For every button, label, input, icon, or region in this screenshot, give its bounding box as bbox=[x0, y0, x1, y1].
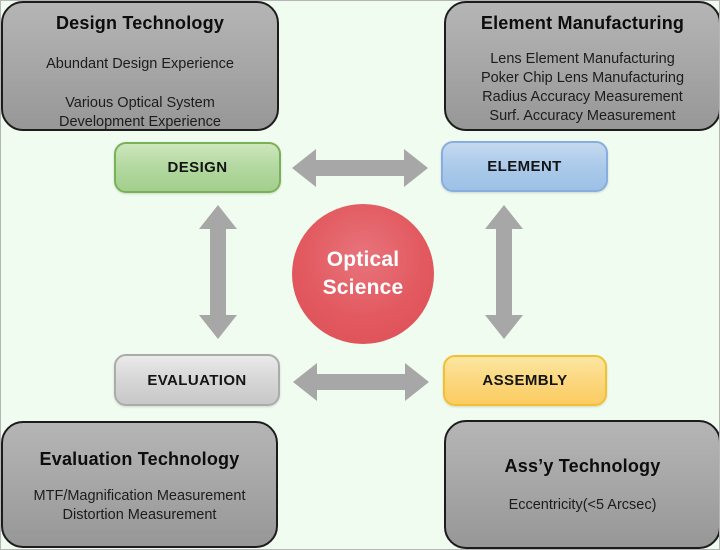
element-node-label: ELEMENT bbox=[487, 158, 562, 175]
optical-science-line2: Science bbox=[322, 276, 404, 299]
panel-evaluation-technology: Evaluation Technology MTF/Magnification … bbox=[1, 421, 278, 548]
panel-element-manufacturing-title: Element Manufacturing bbox=[480, 13, 685, 33]
panel-assy-technology-title: Ass’y Technology bbox=[504, 456, 661, 476]
design-node-label: DESIGN bbox=[167, 159, 228, 176]
panel-evaluation-technology-title: Evaluation Technology bbox=[39, 449, 240, 469]
double-arrow-horizontal-bottom-icon bbox=[293, 363, 429, 401]
panel-element-manufacturing-line: Lens Element Manufacturing bbox=[490, 51, 675, 67]
design-node-button[interactable]: DESIGN bbox=[114, 142, 281, 193]
evaluation-node-button[interactable]: EVALUATION bbox=[114, 354, 280, 406]
panel-element-manufacturing-line: Radius Accuracy Measurement bbox=[482, 89, 683, 105]
evaluation-node-label: EVALUATION bbox=[147, 371, 247, 389]
double-arrow-horizontal-top-icon bbox=[292, 149, 428, 187]
panel-design-technology-title: Design Technology bbox=[55, 13, 225, 33]
assembly-node-button[interactable]: ASSEMBLY bbox=[443, 355, 607, 406]
assembly-node-label: ASSEMBLY bbox=[482, 372, 568, 389]
panel-design-technology-line: Various Optical System bbox=[65, 95, 215, 111]
double-arrow-vertical-right-icon bbox=[485, 205, 523, 339]
panel-element-manufacturing-line: Poker Chip Lens Manufacturing bbox=[480, 70, 685, 86]
optical-science-circle: Optical Science bbox=[292, 204, 434, 344]
panel-assy-technology: Ass’y Technology Eccentricity(<5 Arcsec) bbox=[444, 420, 719, 549]
panel-design-technology: Design Technology Abundant Design Experi… bbox=[1, 1, 279, 131]
panel-design-technology-line: Development Experience bbox=[58, 114, 221, 130]
element-node-button[interactable]: ELEMENT bbox=[441, 141, 608, 192]
panel-design-technology-line: Abundant Design Experience bbox=[46, 56, 234, 72]
panel-element-manufacturing-line: Surf. Accuracy Measurement bbox=[489, 108, 676, 124]
panel-evaluation-technology-line: Distortion Measurement bbox=[62, 507, 217, 523]
double-arrow-vertical-left-icon bbox=[199, 205, 237, 339]
optical-science-line1: Optical bbox=[326, 248, 400, 271]
panel-evaluation-technology-line: MTF/Magnification Measurement bbox=[33, 488, 246, 504]
panel-element-manufacturing: Element Manufacturing Lens Element Manuf… bbox=[444, 1, 719, 131]
panel-assy-technology-line: Eccentricity(<5 Arcsec) bbox=[508, 497, 657, 513]
